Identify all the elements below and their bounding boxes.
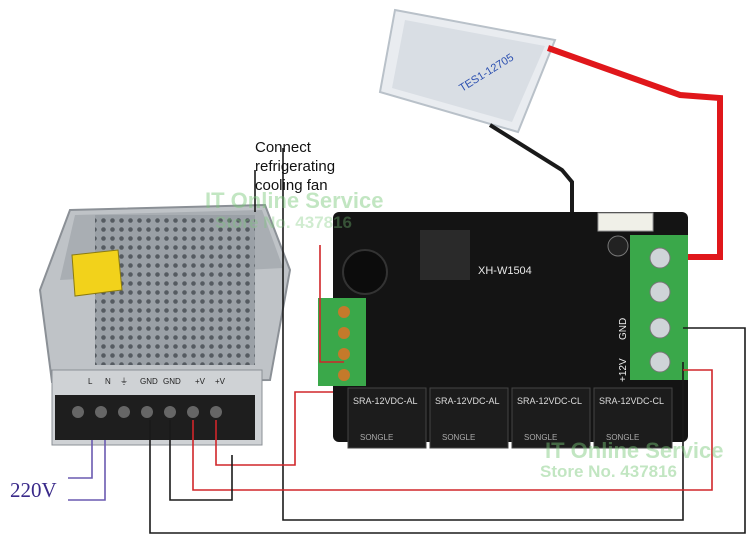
relay-row: SRA-12VDC-AL SONGLE SRA-12VDC-AL SONGLE … — [347, 387, 673, 449]
watermark-line-2-top: Store No. 437816 — [215, 213, 353, 232]
watermark-line-2-bottom: Store No. 437816 — [540, 462, 678, 481]
buzzer — [342, 249, 388, 295]
psu-label-v-2: +V — [215, 377, 226, 386]
relay-4-label: SRA-12VDC-CL — [599, 396, 664, 406]
relay-1: SRA-12VDC-AL SONGLE — [347, 387, 427, 449]
peltier-red-lead — [546, 45, 723, 260]
relay-2-label: SRA-12VDC-AL — [435, 396, 500, 406]
caption-line-1: Connect — [255, 139, 311, 156]
relay-4: SRA-12VDC-CL SONGLE — [593, 387, 673, 449]
board-label-12v: +12V — [618, 358, 629, 382]
relay-1-brand: SONGLE — [360, 433, 393, 442]
caption-line-3: cooling fan — [255, 177, 328, 194]
relay-3-label: SRA-12VDC-CL — [517, 396, 582, 406]
fan-connection-caption: Connect refrigerating cooling fan — [255, 138, 395, 195]
psu-label-v-1: +V — [195, 377, 206, 386]
fan-terminal-screws — [338, 306, 350, 381]
wiring-lines — [68, 148, 746, 534]
psu-label-gnd-1: GND — [140, 377, 158, 386]
watermark-line-1-bottom: IT Online Service — [545, 438, 724, 463]
psu-label-l: L — [88, 377, 93, 386]
relay-4-brand: SONGLE — [606, 433, 639, 442]
relay-2-brand: SONGLE — [442, 433, 475, 442]
power-terminal-screws — [649, 247, 671, 373]
power-supply: L N ⏚ GND GND +V +V — [38, 203, 292, 446]
psu-label-n: N — [105, 377, 111, 386]
psu-label-gnd-2: GND — [163, 377, 181, 386]
controller-board: XH-W1504 +12V GND SRA-12VDC-AL SONGLE — [318, 212, 688, 449]
board-label-gnd: GND — [618, 318, 629, 340]
board-model-label: XH-W1504 — [478, 265, 532, 277]
relay-1-label: SRA-12VDC-AL — [353, 396, 418, 406]
voltage-label: 220V — [10, 478, 57, 502]
relay-3-brand: SONGLE — [524, 433, 557, 442]
psu-terminal-screws — [72, 406, 222, 418]
relay-3: SRA-12VDC-CL SONGLE — [511, 387, 591, 449]
psu-terminal-labels: L N ⏚ GND GND +V +V — [88, 377, 226, 386]
caption-line-2: refrigerating — [255, 158, 336, 175]
psu-label-earth: ⏚ — [120, 377, 128, 386]
watermark-line-1-top: IT Online Service — [205, 188, 384, 213]
capacitor — [607, 235, 629, 257]
peltier-module: TES1-12705 — [378, 8, 557, 134]
relay-2: SRA-12VDC-AL SONGLE — [429, 387, 509, 449]
white-connector — [597, 212, 654, 232]
